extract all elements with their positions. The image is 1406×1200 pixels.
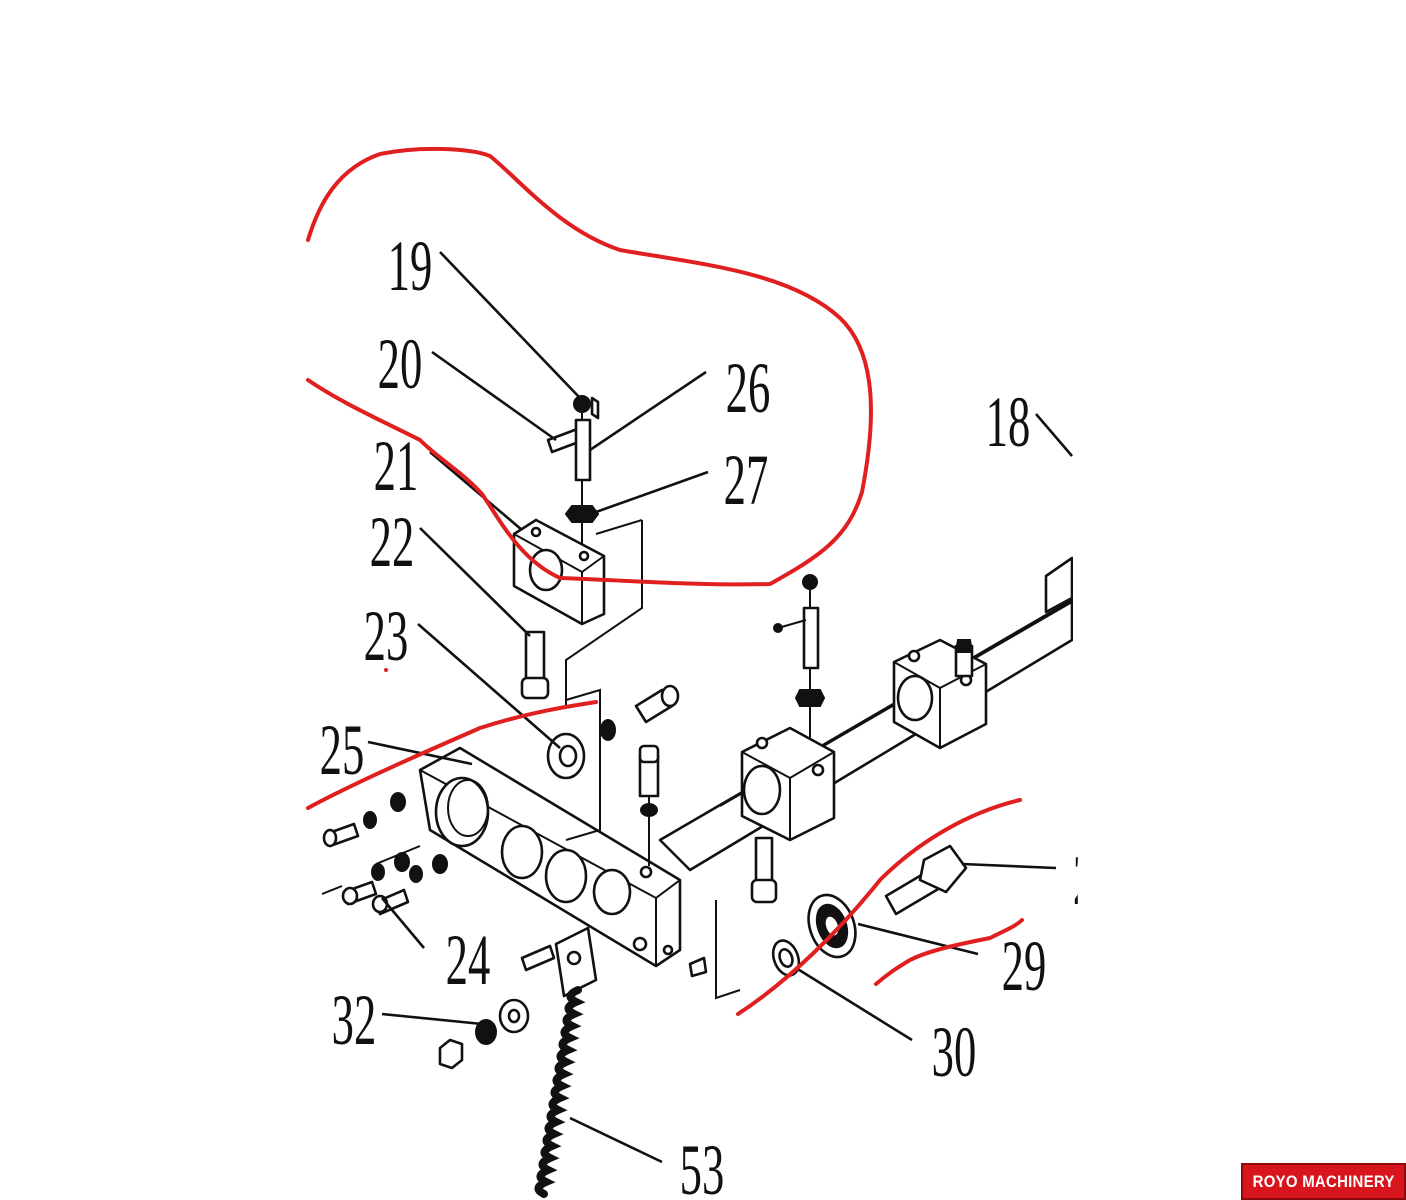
main-bar	[418, 688, 741, 1000]
annotation-circle-top	[306, 146, 873, 587]
callout-25: 25	[320, 710, 365, 789]
callout-24: 24	[446, 920, 491, 999]
callout-53: 53	[680, 1130, 725, 1200]
annotation-line-25	[306, 700, 598, 810]
screw-bar-top	[638, 744, 660, 866]
callout-32: 32	[332, 980, 377, 1059]
callout-19: 19	[388, 226, 433, 305]
leader-lines	[367, 251, 1073, 1164]
top-hardware-stack	[546, 395, 600, 560]
callout-partial-visible: 2	[1073, 840, 1095, 919]
callout-18: 18	[986, 382, 1031, 461]
callout-22: 22	[370, 502, 415, 581]
pillow-block-lower	[740, 726, 836, 842]
royo-machinery-logo: ROYO MACHINERY	[1241, 1163, 1406, 1200]
callout-27: 27	[724, 440, 769, 519]
bearing-29-ring-30	[771, 844, 968, 977]
annotation-line-28	[736, 798, 1022, 1016]
screw-upper-block	[954, 639, 974, 678]
shaft-assembly	[658, 556, 1074, 904]
callout-23: 23	[364, 596, 409, 675]
screw-lower-block	[750, 836, 778, 904]
callout-21: 21	[374, 426, 419, 505]
callout-20: 20	[378, 324, 423, 403]
bottom-hardware-32	[438, 998, 530, 1070]
red-annotations	[306, 146, 1024, 1016]
callout-29: 29	[1002, 926, 1047, 1005]
clamp-block	[512, 518, 606, 626]
washer-23	[546, 684, 680, 780]
logo-text: ROYO MACHINERY	[1252, 1171, 1395, 1191]
spring-53	[520, 926, 708, 1198]
callout-30: 30	[932, 1012, 977, 1091]
screw-22	[520, 630, 550, 700]
annotation-line-29	[874, 918, 1024, 986]
callout-26: 26	[726, 348, 771, 427]
screw-stack-right	[773, 574, 826, 740]
